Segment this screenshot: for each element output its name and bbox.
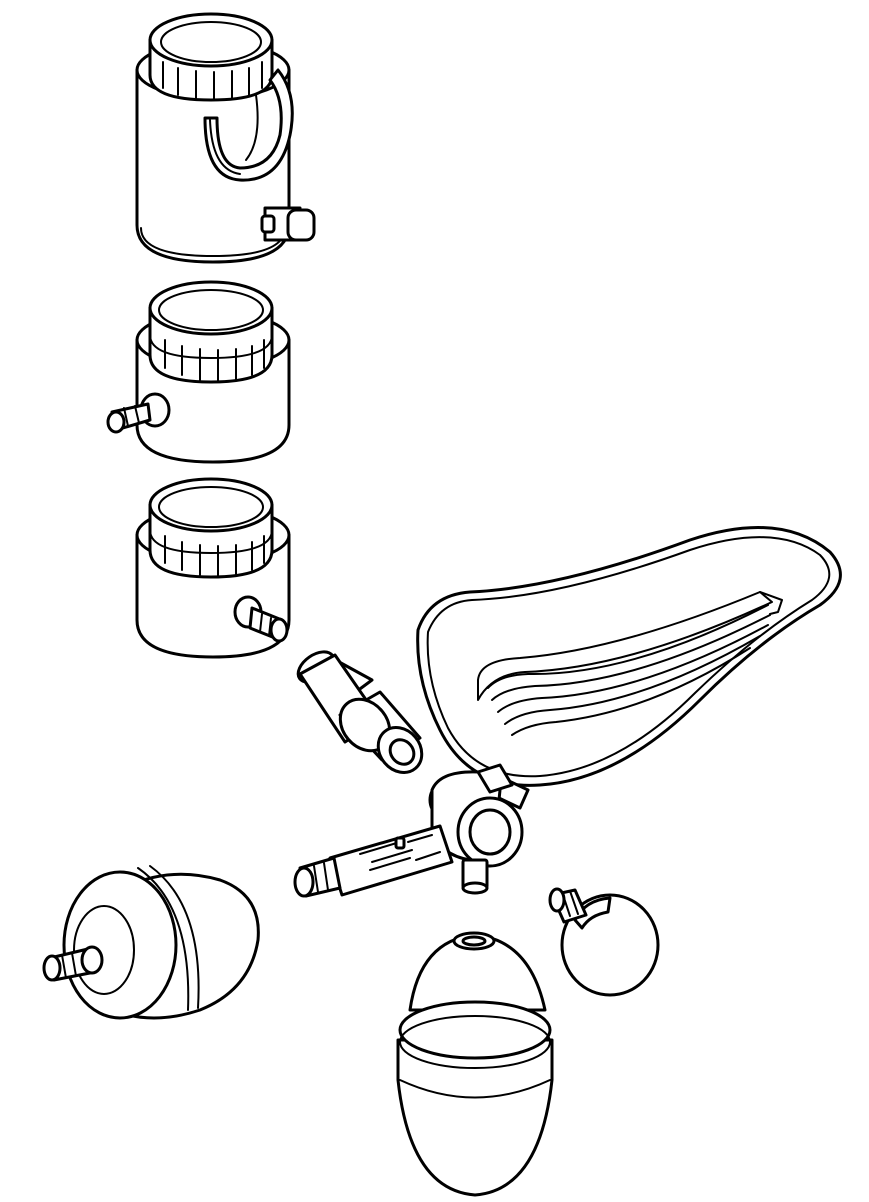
t-valve-with-handle (293, 763, 524, 898)
bulb-weight-small (548, 887, 660, 997)
jar-with-side-port-right (135, 477, 291, 659)
bulb-weight-tall (396, 931, 554, 1197)
straight-connector (296, 650, 424, 774)
jar-with-handle (135, 12, 316, 264)
bulb-weight-large (42, 865, 260, 1020)
scoop-funnel (416, 526, 842, 810)
jar-with-side-port-left (106, 280, 291, 464)
